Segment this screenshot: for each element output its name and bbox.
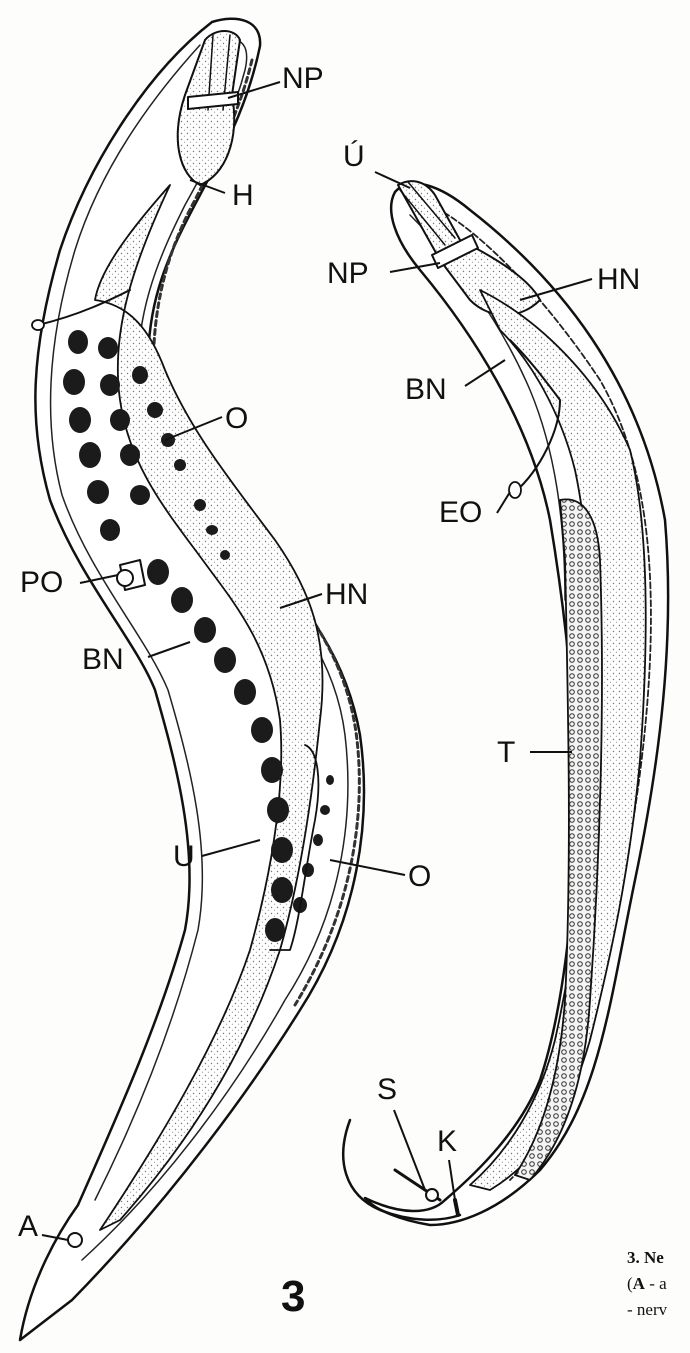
label-female-po: PO [20,568,63,598]
label-male-k: K [437,1127,457,1157]
caption-line-2: (A - a [627,1271,690,1297]
label-male-hn: HN [597,265,640,295]
label-female-np: NP [282,64,324,94]
figure-number: 3 [281,1275,305,1319]
label-female-o-uterus: O [408,862,431,892]
figure-caption: 3. Ne (A - a - nerv [627,1245,690,1323]
label-male-bn: BN [405,375,447,405]
female-worm [20,19,364,1340]
label-female-hn: HN [325,580,368,610]
male-worm [343,181,668,1225]
label-female-u: U [173,842,195,872]
label-male-np: NP [327,259,369,289]
label-male-t: T [497,738,515,768]
label-female-o-ovary: O [225,404,248,434]
caption-title: 3. Ne [627,1248,664,1267]
caption-line-1: 3. Ne [627,1245,690,1271]
label-male-s: S [377,1075,397,1105]
label-male-u-mouth: Ú [343,142,365,172]
label-female-a: A [18,1212,38,1242]
caption-key-text: - a [645,1274,667,1293]
caption-line-3: - nerv [627,1297,690,1323]
caption-key: A [633,1274,645,1293]
label-female-h: H [232,181,254,211]
caption-line3-text: - nerv [627,1300,667,1319]
label-female-bn: BN [82,645,124,675]
label-male-eo: EO [439,498,482,528]
